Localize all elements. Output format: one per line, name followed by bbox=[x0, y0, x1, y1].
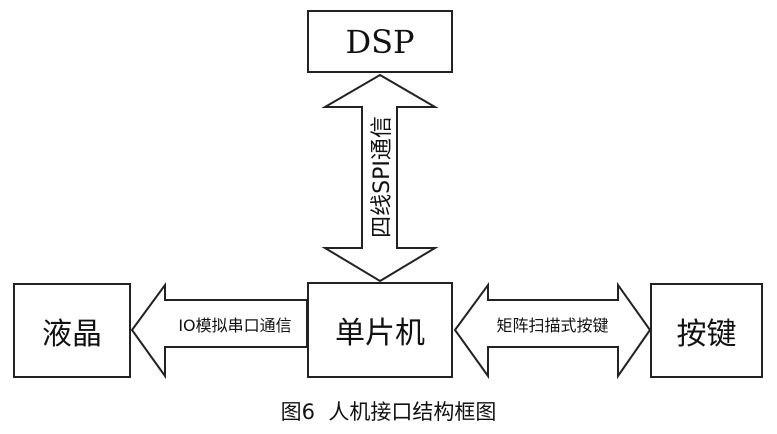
spi-label: 四线SPI通信 bbox=[370, 116, 395, 238]
lcd-label: 液晶 bbox=[42, 316, 102, 352]
keys-block: 按键 bbox=[650, 283, 763, 378]
io-serial-label: IO模拟串口通信 bbox=[178, 316, 292, 335]
dsp-label: DSP bbox=[345, 22, 415, 61]
keys-label: 按键 bbox=[676, 316, 737, 352]
spi-double-arrow bbox=[321, 73, 439, 283]
figure-caption: 图6 人机接口结构框图 bbox=[280, 400, 497, 424]
lcd-block: 液晶 bbox=[13, 283, 131, 378]
matrix-scan-label: 矩阵扫描式按键 bbox=[496, 316, 609, 335]
dsp-block: DSP bbox=[307, 10, 453, 73]
mcu-label: 单片机 bbox=[335, 316, 425, 351]
mcu-block: 单片机 bbox=[307, 282, 453, 378]
